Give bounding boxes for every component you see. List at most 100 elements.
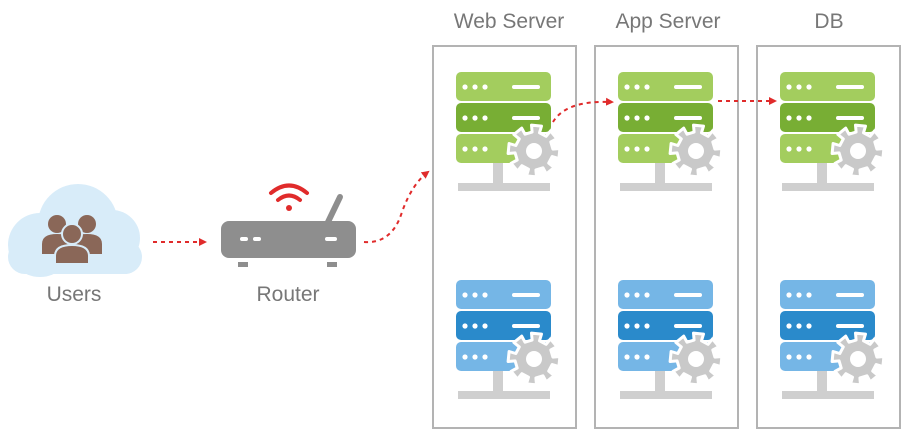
server-led xyxy=(796,354,802,360)
server-unit xyxy=(618,280,713,309)
server-led xyxy=(806,115,812,121)
server-led xyxy=(624,146,630,152)
server-led xyxy=(624,292,630,298)
server-led xyxy=(624,84,630,90)
server-unit xyxy=(618,72,713,101)
server-led xyxy=(482,354,488,360)
server-led xyxy=(624,115,630,121)
gear-hub xyxy=(688,351,704,367)
server-unit xyxy=(456,280,551,309)
router-to-web-arrow xyxy=(363,170,430,244)
server-led xyxy=(796,292,802,298)
server-slot xyxy=(512,85,540,89)
server-led xyxy=(472,323,478,329)
server-unit xyxy=(456,103,551,132)
server-slot xyxy=(674,116,702,120)
web-to-app-arrow xyxy=(552,97,614,123)
server-base xyxy=(782,183,874,191)
server-rack-icon xyxy=(456,72,562,191)
server-led xyxy=(806,323,812,329)
server-led xyxy=(644,354,650,360)
server-led xyxy=(634,354,640,360)
server-led xyxy=(482,292,488,298)
server-led xyxy=(472,115,478,121)
server-led xyxy=(786,115,792,121)
server-led xyxy=(462,323,468,329)
server-led xyxy=(462,354,468,360)
router-node: Router xyxy=(221,183,356,306)
server-led xyxy=(644,84,650,90)
server-led xyxy=(806,354,812,360)
server-slot xyxy=(836,293,864,297)
server-led xyxy=(644,292,650,298)
server-led xyxy=(472,354,478,360)
server-slot xyxy=(674,324,702,328)
server-led xyxy=(482,146,488,152)
server-unit xyxy=(618,103,713,132)
gear-hub xyxy=(850,143,866,159)
server-unit xyxy=(780,311,875,340)
router-icon xyxy=(221,194,356,267)
server-base xyxy=(620,391,712,399)
db-title: DB xyxy=(814,10,843,33)
server-led xyxy=(624,354,630,360)
server-slot xyxy=(512,116,540,120)
server-slot xyxy=(836,324,864,328)
server-led xyxy=(644,115,650,121)
server-led xyxy=(482,84,488,90)
server-led xyxy=(786,146,792,152)
server-slot xyxy=(674,85,702,89)
users-node: Users xyxy=(8,184,142,306)
server-led xyxy=(472,146,478,152)
db-tier-box xyxy=(756,45,901,429)
server-led xyxy=(462,292,468,298)
server-led xyxy=(786,354,792,360)
gear-hub xyxy=(850,351,866,367)
server-led xyxy=(796,146,802,152)
router-label: Router xyxy=(256,283,319,306)
server-led xyxy=(806,146,812,152)
server-led xyxy=(796,323,802,329)
web-server-tier-box xyxy=(432,45,577,429)
server-rack-icon xyxy=(456,280,562,399)
server-led xyxy=(644,146,650,152)
server-unit xyxy=(456,311,551,340)
gear-hub xyxy=(526,143,542,159)
server-unit xyxy=(780,72,875,101)
server-rack-icon xyxy=(618,72,724,191)
server-led xyxy=(634,146,640,152)
server-led xyxy=(472,84,478,90)
server-led xyxy=(796,115,802,121)
server-led xyxy=(806,292,812,298)
server-slot xyxy=(512,324,540,328)
server-rack-icon xyxy=(780,280,886,399)
server-led xyxy=(482,323,488,329)
server-led xyxy=(786,84,792,90)
web-server-title: Web Server xyxy=(454,10,565,33)
app-server-tier-box xyxy=(594,45,739,429)
server-led xyxy=(462,115,468,121)
server-led xyxy=(634,115,640,121)
server-stand xyxy=(493,163,503,185)
server-slot xyxy=(512,293,540,297)
server-led xyxy=(624,323,630,329)
server-stand xyxy=(655,371,665,393)
server-base xyxy=(620,183,712,191)
server-led xyxy=(634,323,640,329)
server-rack-icon xyxy=(618,280,724,399)
server-led xyxy=(786,292,792,298)
server-led xyxy=(796,84,802,90)
server-stand xyxy=(655,163,665,185)
connection-arrows xyxy=(153,97,777,246)
server-led xyxy=(634,292,640,298)
server-led xyxy=(472,292,478,298)
server-slot xyxy=(836,85,864,89)
users-label: Users xyxy=(47,283,102,306)
server-rack-icon xyxy=(780,72,886,191)
gear-hub xyxy=(688,143,704,159)
wifi-signal-icon xyxy=(269,183,309,211)
server-unit xyxy=(780,280,875,309)
servers-layer xyxy=(456,72,886,399)
server-slot xyxy=(674,293,702,297)
